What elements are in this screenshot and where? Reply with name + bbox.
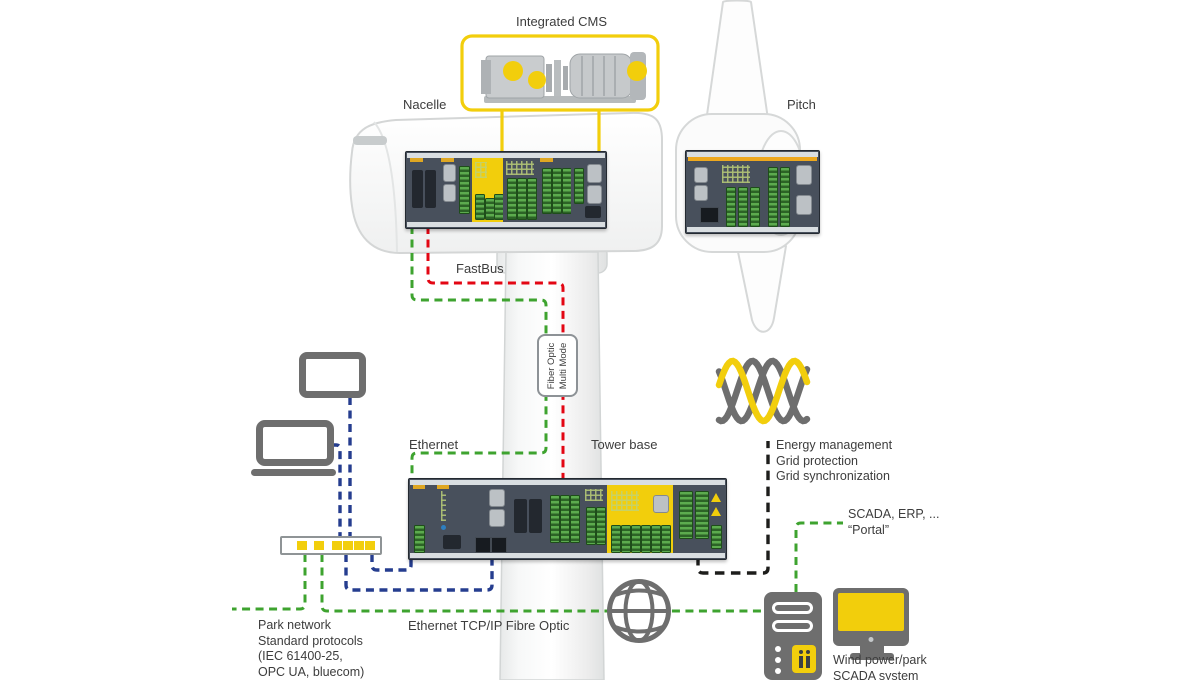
three-phase-waves-icon — [715, 357, 811, 425]
turbine-tower — [499, 251, 605, 680]
cms-sensor-dot — [528, 71, 546, 89]
cpu-module — [435, 485, 472, 553]
laptop-icon — [256, 420, 334, 466]
pitch-controller — [685, 150, 820, 234]
portal-label: “Portal” — [848, 522, 889, 537]
grid-connection-line — [696, 441, 770, 575]
switch-port — [297, 541, 307, 550]
fastbus-line — [426, 226, 565, 481]
rotor-blade-up — [704, 0, 770, 130]
io-module — [538, 158, 572, 222]
integrated-cms-label: Integrated CMS — [516, 14, 608, 29]
energy-management-label: Energy management Grid protection Grid s… — [776, 438, 893, 483]
nacelle-vent — [353, 136, 387, 145]
power-supply-module — [408, 158, 440, 222]
io-module — [503, 158, 539, 222]
relay-module — [509, 485, 548, 553]
scada-monitor-stand — [860, 645, 884, 654]
rack-rail — [407, 222, 605, 227]
io-module — [583, 485, 608, 553]
laptop-link-line — [331, 443, 342, 537]
tower-base-label: Tower base — [591, 437, 658, 452]
ethernet-backbone-line — [320, 554, 766, 613]
ethernet-port — [475, 537, 491, 553]
fiber-optic-label-box: Fiber Optic Multi Mode — [537, 334, 578, 397]
ethernet-line-nacelle-towerbase — [410, 226, 548, 481]
warning-icon — [711, 507, 721, 516]
cpu-module — [439, 158, 473, 222]
server-slot — [772, 602, 813, 614]
nacelle-label: Nacelle — [403, 97, 447, 112]
ethernet-port — [491, 537, 507, 553]
pitch-stripe — [688, 157, 817, 161]
rack-rail — [410, 480, 725, 485]
switch-port — [354, 541, 364, 550]
rack-rail — [407, 153, 605, 158]
park-network-line — [232, 554, 307, 611]
wind-scada-label: Wind power/park SCADA system — [833, 653, 927, 680]
comm-module — [471, 485, 510, 553]
comm-module — [571, 158, 604, 222]
network-switch-icon — [280, 536, 382, 555]
monitor-icon — [299, 352, 366, 398]
scada-monitor-base — [850, 653, 894, 660]
fastbus-label: FastBus — [456, 261, 504, 276]
warning-icon — [711, 493, 721, 502]
switch-uplink-line-1 — [370, 554, 413, 572]
pitch-label: Pitch — [787, 97, 816, 112]
server-slot — [772, 620, 813, 632]
switch-port — [314, 541, 324, 550]
cms-sensor-dot — [503, 61, 523, 81]
switch-port — [365, 541, 375, 550]
power-supply-module — [411, 485, 436, 553]
park-network-label: Park network Standard protocols (IEC 614… — [258, 618, 365, 679]
rack-rail — [687, 152, 818, 157]
server-icon — [764, 592, 822, 680]
rack-rail — [410, 553, 725, 558]
nacelle-controller-rack — [405, 151, 607, 229]
scada-portal-line — [794, 521, 843, 592]
io-module — [547, 485, 584, 553]
fiber-optic-label: Fiber Optic Multi Mode — [545, 342, 569, 389]
scada-monitor-icon — [833, 588, 909, 646]
vendor-logo-chip — [792, 645, 816, 673]
rack-rail — [687, 227, 818, 232]
safety-module — [472, 158, 504, 222]
laptop-base — [251, 469, 336, 476]
scada-erp-label: SCADA, ERP, ... “Portal” — [848, 507, 940, 537]
ethernet-tcpip-label: Ethernet TCP/IP Fibre Optic — [408, 618, 570, 633]
ethernet-label: Ethernet — [409, 437, 459, 452]
scada-monitor-screen — [838, 593, 904, 631]
cms-sensor-dot — [627, 61, 647, 81]
globe-icon — [607, 579, 671, 643]
nacelle-panel-line — [373, 121, 398, 253]
cms-drivetrain-illustration — [481, 52, 647, 103]
safety-module — [607, 485, 674, 553]
switch-port — [332, 541, 342, 550]
rotor-blade-down — [737, 245, 787, 333]
switch-uplink-line-2 — [344, 554, 494, 592]
switch-port — [343, 541, 353, 550]
tower-base-controller-rack — [408, 478, 727, 560]
cms-box — [460, 34, 660, 112]
grid-measurement-module — [673, 485, 724, 553]
